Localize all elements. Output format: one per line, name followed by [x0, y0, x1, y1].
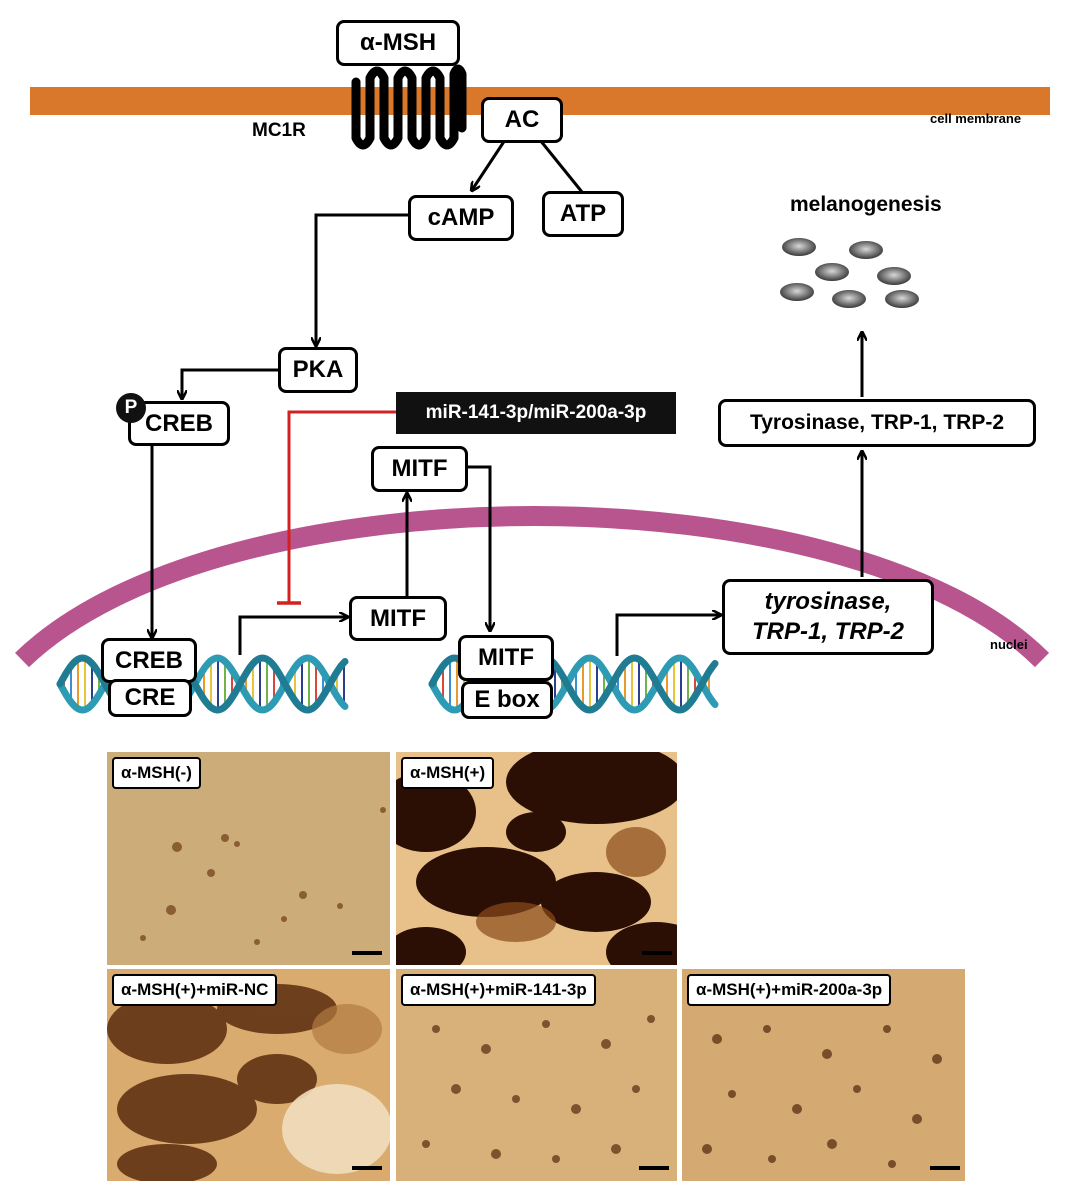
panel-label: α-MSH(-): [112, 757, 201, 789]
mc1r-label: MC1R: [252, 120, 306, 141]
arrow-ebox-to-genes: [615, 615, 720, 656]
target-genes-line1: tyrosinase,: [764, 588, 892, 615]
arrow-camp-to-pka: [316, 213, 410, 345]
proteins-box: Tyrosinase, TRP-1, TRP-2: [718, 399, 1036, 447]
ac-box: AC: [481, 97, 563, 143]
cre-box: CRE: [108, 679, 192, 717]
creb-dna-box: CREB: [101, 638, 197, 683]
micrograph-msh-pos-mir-nc: α-MSH(+)+miR-NC: [107, 969, 390, 1181]
mc1r-receptor: [351, 64, 467, 150]
arrow-mitf-to-ebox: [468, 465, 490, 630]
scale-bar: [930, 1166, 960, 1170]
panel-label: α-MSH(+)+miR-200a-3p: [687, 974, 892, 1006]
mirna-label: miR-141-3p/miR-200a-3p: [396, 392, 676, 434]
target-genes-line2: TRP-1, TRP-2: [751, 618, 904, 645]
alpha-msh-box: α-MSH: [336, 20, 460, 66]
scale-bar: [352, 951, 382, 955]
micrograph-msh-neg: α-MSH(-): [107, 752, 390, 965]
panel-label: α-MSH(+)+miR-141-3p: [401, 974, 596, 1006]
atp-box: ATP: [542, 191, 624, 237]
melanin-granules: [780, 238, 919, 308]
panel-label: α-MSH(+): [401, 757, 495, 789]
melanogenesis-label: melanogenesis: [790, 193, 942, 216]
mitf-cytoplasm-box: MITF: [371, 446, 468, 492]
inhibition-line: [287, 410, 396, 602]
mitf-dna-box: MITF: [458, 635, 554, 681]
arrow-cre-to-mitf: [238, 617, 347, 655]
scale-bar: [352, 1166, 382, 1170]
camp-box: cAMP: [408, 195, 514, 241]
target-genes-box: tyrosinase, TRP-1, TRP-2: [722, 579, 934, 655]
micrograph-image-msh-pos: [396, 752, 677, 965]
mitf-nuclear-box: MITF: [349, 596, 447, 641]
cell-membrane-label: cell membrane: [930, 111, 1022, 126]
ebox-box: E box: [461, 681, 553, 719]
arrow-pka-to-creb: [182, 368, 278, 398]
line-atp-to-ac: [538, 139, 584, 193]
micrograph-msh-pos: α-MSH(+): [396, 752, 677, 965]
arrow-ac-to-camp: [472, 139, 507, 190]
panel-label: α-MSH(+)+miR-NC: [112, 974, 278, 1006]
scale-bar: [642, 951, 672, 955]
scale-bar: [639, 1166, 669, 1170]
micrograph-msh-pos-mir-141: α-MSH(+)+miR-141-3p: [396, 969, 677, 1181]
pka-box: PKA: [278, 347, 358, 393]
phosphate-badge: P: [116, 393, 146, 423]
micrograph-image-mir-nc: [107, 969, 390, 1181]
nuclei-label: nuclei: [990, 637, 1028, 652]
micrograph-msh-pos-mir-200a: α-MSH(+)+miR-200a-3p: [682, 969, 965, 1181]
